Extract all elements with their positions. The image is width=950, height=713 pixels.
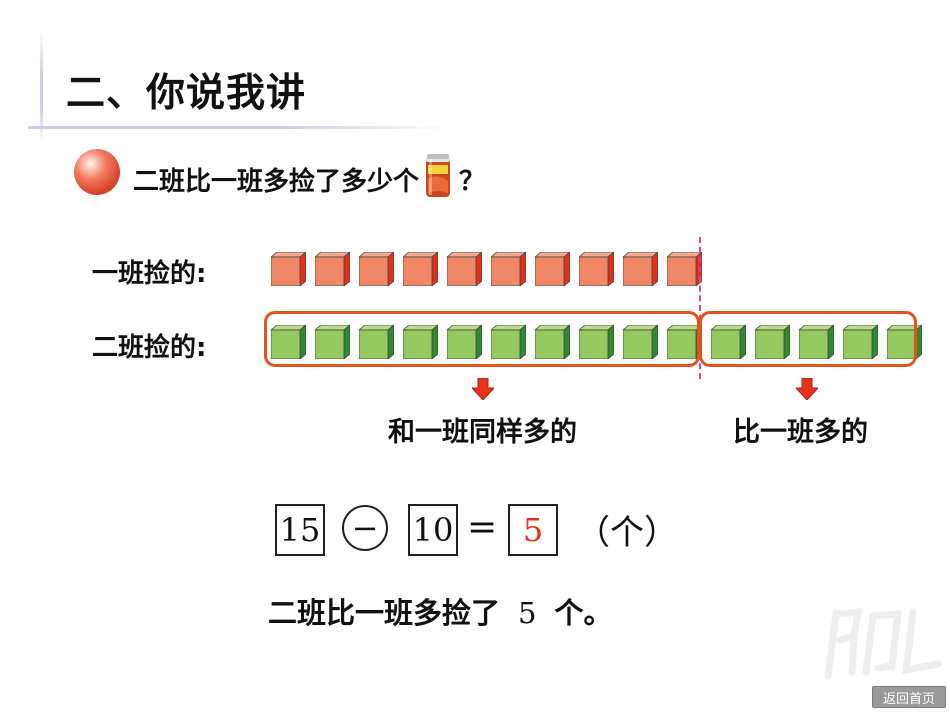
red-cube bbox=[315, 252, 350, 286]
subtrahend-box: 10 bbox=[408, 504, 458, 556]
extra-amount-group-box bbox=[699, 311, 917, 367]
green-cube bbox=[447, 325, 482, 359]
decorative-horizontal-line bbox=[28, 126, 450, 129]
green-cube bbox=[623, 325, 658, 359]
green-cube bbox=[843, 325, 878, 359]
caption-more-than-class-one: 比一班多的 bbox=[733, 417, 868, 448]
result-box: 5 bbox=[508, 504, 558, 556]
down-arrow-icon bbox=[470, 377, 496, 404]
question-text: 二班比一班多捡了多少个 ？ bbox=[133, 153, 485, 206]
red-cube bbox=[359, 252, 394, 286]
page-title: 二、你说我讲 bbox=[66, 71, 307, 116]
green-cube bbox=[579, 325, 614, 359]
green-cube bbox=[403, 325, 438, 359]
down-arrow-icon bbox=[794, 377, 820, 404]
row-label-class-one: 一班捡的: bbox=[92, 259, 207, 289]
red-cube bbox=[667, 252, 702, 286]
comparison-divider-line bbox=[699, 237, 701, 379]
minuend-box: 15 bbox=[275, 504, 325, 556]
class-two-cube-row bbox=[271, 325, 922, 359]
conclusion-number: 5 bbox=[518, 596, 537, 630]
class-one-cube-row bbox=[271, 252, 702, 286]
red-ball-bullet-icon bbox=[74, 149, 120, 195]
unit-label: （个） bbox=[576, 513, 678, 553]
green-cube bbox=[799, 325, 834, 359]
red-cube bbox=[535, 252, 570, 286]
conclusion-sentence: 二班比一班多捡了 5 个。 bbox=[268, 590, 612, 632]
red-cube bbox=[579, 252, 614, 286]
question-mark: ？ bbox=[459, 167, 486, 197]
conclusion-text: 二班比一班多捡了 bbox=[268, 596, 501, 630]
red-cube bbox=[623, 252, 658, 286]
green-cube bbox=[315, 325, 350, 359]
minus-operator-circle: − bbox=[342, 505, 388, 551]
caption-same-as-class-one: 和一班同样多的 bbox=[388, 417, 577, 448]
watermark-logo bbox=[818, 606, 943, 690]
green-cube bbox=[887, 325, 922, 359]
green-cube bbox=[359, 325, 394, 359]
conclusion-end: 个。 bbox=[554, 596, 613, 630]
red-cube bbox=[271, 252, 306, 286]
red-cube bbox=[491, 252, 526, 286]
red-cube bbox=[403, 252, 438, 286]
equals-sign: = bbox=[467, 507, 498, 548]
same-amount-group-box bbox=[264, 311, 700, 367]
drink-can-icon bbox=[425, 153, 451, 206]
green-cube bbox=[755, 325, 790, 359]
question-body: 二班比一班多捡了多少个 bbox=[133, 167, 420, 197]
green-cube bbox=[535, 325, 570, 359]
decorative-vertical-line bbox=[40, 30, 43, 142]
green-cube bbox=[271, 325, 306, 359]
red-cube bbox=[447, 252, 482, 286]
back-to-home-button[interactable]: 返回首页 bbox=[872, 686, 946, 708]
green-cube bbox=[491, 325, 526, 359]
row-label-class-two: 二班捡的: bbox=[92, 333, 207, 363]
green-cube bbox=[711, 325, 746, 359]
